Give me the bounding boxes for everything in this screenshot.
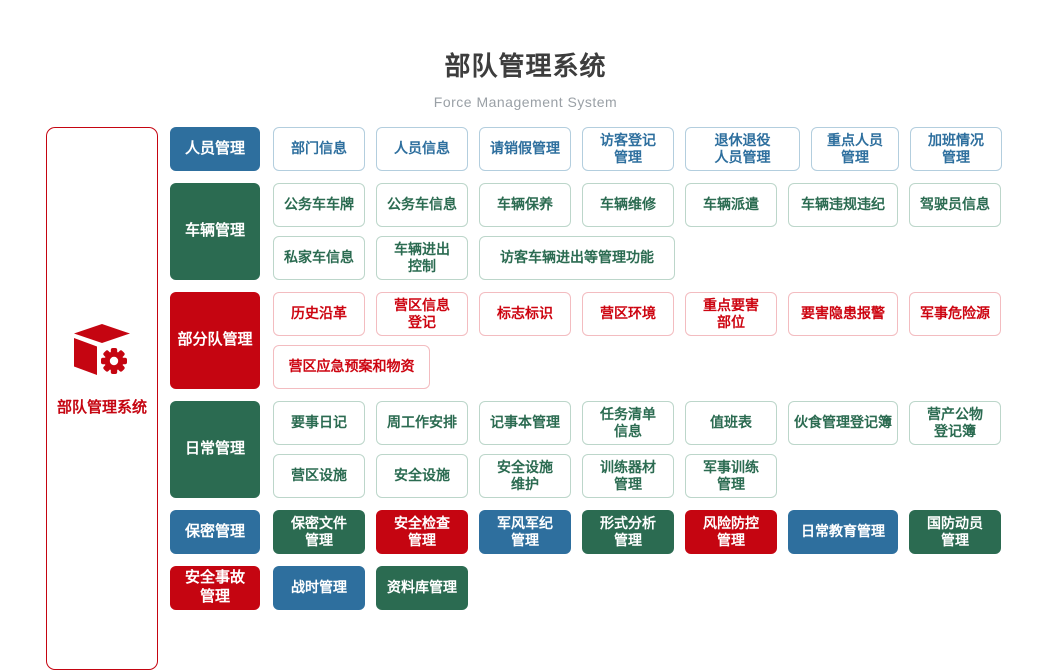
diagram-node: 军事危险源 <box>909 292 1001 336</box>
diagram-node: 公务车车牌 <box>273 183 365 227</box>
item-row: 公务车车牌公务车信息车辆保养车辆维修车辆派遣车辆违规违纪驾驶员信息 <box>273 183 1001 227</box>
diagram-node: 保密文件 管理 <box>273 510 365 554</box>
diagram-grid: 人员管理部门信息人员信息请销假管理访客登记 管理退休退役 人员管理重点人员 管理… <box>170 127 1035 622</box>
item-row: 部门信息人员信息请销假管理访客登记 管理退休退役 人员管理重点人员 管理加班情况… <box>273 127 1002 171</box>
item-row: 要事日记周工作安排记事本管理任务清单 信息值班表伙食管理登记簿营产公物 登记簿 <box>273 401 1001 445</box>
diagram-node: 访客车辆进出等管理功能 <box>479 236 675 280</box>
diagram-node: 国防动员 管理 <box>909 510 1001 554</box>
group-header: 车辆管理 <box>170 183 260 280</box>
group-items: 保密文件 管理安全检查 管理军风军纪 管理形式分析 管理风险防控 管理日常教育管… <box>273 510 1001 554</box>
page-header: 部队管理系统 Force Management System <box>0 0 1051 110</box>
diagram-node: 请销假管理 <box>479 127 571 171</box>
diagram-node: 营区设施 <box>273 454 365 498</box>
group-items: 战时管理资料库管理 <box>273 566 468 610</box>
diagram-node: 战时管理 <box>273 566 365 610</box>
group-header: 安全事故 管理 <box>170 566 260 610</box>
item-row: 历史沿革营区信息 登记标志标识营区环境重点要害 部位要害隐患报警军事危险源 <box>273 292 1001 336</box>
diagram-node: 周工作安排 <box>376 401 468 445</box>
diagram-node: 车辆保养 <box>479 183 571 227</box>
diagram-node: 伙食管理登记簿 <box>788 401 898 445</box>
group-row: 安全事故 管理战时管理资料库管理 <box>170 566 1035 610</box>
diagram-node: 车辆派遣 <box>685 183 777 227</box>
diagram-node: 训练器材 管理 <box>582 454 674 498</box>
page-title: 部队管理系统 <box>444 51 607 81</box>
item-row: 保密文件 管理安全检查 管理军风军纪 管理形式分析 管理风险防控 管理日常教育管… <box>273 510 1001 554</box>
system-root-label: 部队管理系统 <box>56 398 147 416</box>
group-row: 日常管理要事日记周工作安排记事本管理任务清单 信息值班表伙食管理登记簿营产公物 … <box>170 401 1035 498</box>
diagram-node: 车辆进出 控制 <box>376 236 468 280</box>
diagram-node: 营区信息 登记 <box>376 292 468 336</box>
diagram-node: 任务清单 信息 <box>582 401 674 445</box>
diagram-node: 营产公物 登记簿 <box>909 401 1001 445</box>
page-subtitle: Force Management System <box>433 94 618 110</box>
diagram-node: 要事日记 <box>273 401 365 445</box>
diagram-node: 公务车信息 <box>376 183 468 227</box>
diagram-node: 车辆违规违纪 <box>788 183 898 227</box>
diagram-node: 风险防控 管理 <box>685 510 777 554</box>
diagram-node: 私家车信息 <box>273 236 365 280</box>
group-row: 保密管理保密文件 管理安全检查 管理军风军纪 管理形式分析 管理风险防控 管理日… <box>170 510 1035 554</box>
group-row: 部分队管理历史沿革营区信息 登记标志标识营区环境重点要害 部位要害隐患报警军事危… <box>170 292 1035 389</box>
diagram-node: 退休退役 人员管理 <box>685 127 800 171</box>
diagram-node: 安全设施 <box>376 454 468 498</box>
diagram-node: 重点人员 管理 <box>811 127 899 171</box>
diagram-node: 人员信息 <box>376 127 468 171</box>
item-row: 营区应急预案和物资 <box>273 345 1001 389</box>
group-items: 公务车车牌公务车信息车辆保养车辆维修车辆派遣车辆违规违纪驾驶员信息私家车信息车辆… <box>273 183 1001 280</box>
diagram-node: 历史沿革 <box>273 292 365 336</box>
item-row: 营区设施安全设施安全设施 维护训练器材 管理军事训练 管理 <box>273 454 1001 498</box>
diagram-node: 驾驶员信息 <box>909 183 1001 227</box>
diagram-node: 资料库管理 <box>376 566 468 610</box>
group-header: 保密管理 <box>170 510 260 554</box>
diagram-node: 加班情况 管理 <box>910 127 1002 171</box>
diagram-node: 日常教育管理 <box>788 510 898 554</box>
diagram-node: 营区应急预案和物资 <box>273 345 430 389</box>
item-row: 私家车信息车辆进出 控制访客车辆进出等管理功能 <box>273 236 1001 280</box>
cube-gear-icon <box>73 323 131 381</box>
group-header: 部分队管理 <box>170 292 260 389</box>
diagram-node: 安全检查 管理 <box>376 510 468 554</box>
group-header: 人员管理 <box>170 127 260 171</box>
group-row: 人员管理部门信息人员信息请销假管理访客登记 管理退休退役 人员管理重点人员 管理… <box>170 127 1035 171</box>
diagram-node: 记事本管理 <box>479 401 571 445</box>
item-row: 战时管理资料库管理 <box>273 566 468 610</box>
diagram-node: 重点要害 部位 <box>685 292 777 336</box>
diagram-node: 访客登记 管理 <box>582 127 674 171</box>
diagram-node: 部门信息 <box>273 127 365 171</box>
group-items: 要事日记周工作安排记事本管理任务清单 信息值班表伙食管理登记簿营产公物 登记簿营… <box>273 401 1001 498</box>
diagram-node: 标志标识 <box>479 292 571 336</box>
diagram-node: 车辆维修 <box>582 183 674 227</box>
diagram-node: 营区环境 <box>582 292 674 336</box>
group-items: 历史沿革营区信息 登记标志标识营区环境重点要害 部位要害隐患报警军事危险源营区应… <box>273 292 1001 389</box>
group-items: 部门信息人员信息请销假管理访客登记 管理退休退役 人员管理重点人员 管理加班情况… <box>273 127 1002 171</box>
diagram-node: 形式分析 管理 <box>582 510 674 554</box>
diagram-node: 值班表 <box>685 401 777 445</box>
group-header: 日常管理 <box>170 401 260 498</box>
group-row: 车辆管理公务车车牌公务车信息车辆保养车辆维修车辆派遣车辆违规违纪驾驶员信息私家车… <box>170 183 1035 280</box>
diagram-node: 军风军纪 管理 <box>479 510 571 554</box>
system-root-node: 部队管理系统 <box>46 127 158 670</box>
diagram-node: 要害隐患报警 <box>788 292 898 336</box>
diagram-node: 安全设施 维护 <box>479 454 571 498</box>
diagram-node: 军事训练 管理 <box>685 454 777 498</box>
